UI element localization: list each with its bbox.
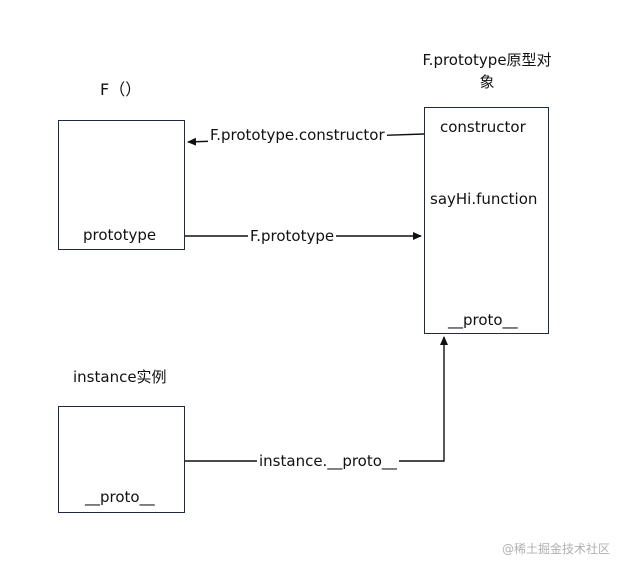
instance-proto-arrow-label: instance.__proto__: [257, 452, 399, 470]
prototype-arrow-label: F.prototype: [248, 227, 337, 245]
prototype-constructor-property: constructor: [440, 118, 526, 136]
instance-proto-arrow: [185, 336, 448, 462]
prototype-sayhi-property: sayHi.function: [430, 190, 538, 208]
prototype-object-title: F.prototype原型对象: [422, 51, 552, 91]
prototype-object-box: [424, 107, 549, 334]
instance-box: [58, 406, 185, 513]
f-function-box: [58, 120, 185, 250]
watermark: @稀土掘金技术社区: [501, 542, 610, 556]
f-prototype-property: prototype: [83, 226, 157, 244]
f-function-title: F（）: [100, 80, 142, 99]
prototype-proto-property: __proto__: [448, 311, 518, 329]
instance-proto-property: __proto__: [85, 488, 155, 506]
constructor-arrow-label: F.prototype.constructor: [208, 126, 387, 144]
instance-title: instance实例: [73, 368, 167, 386]
